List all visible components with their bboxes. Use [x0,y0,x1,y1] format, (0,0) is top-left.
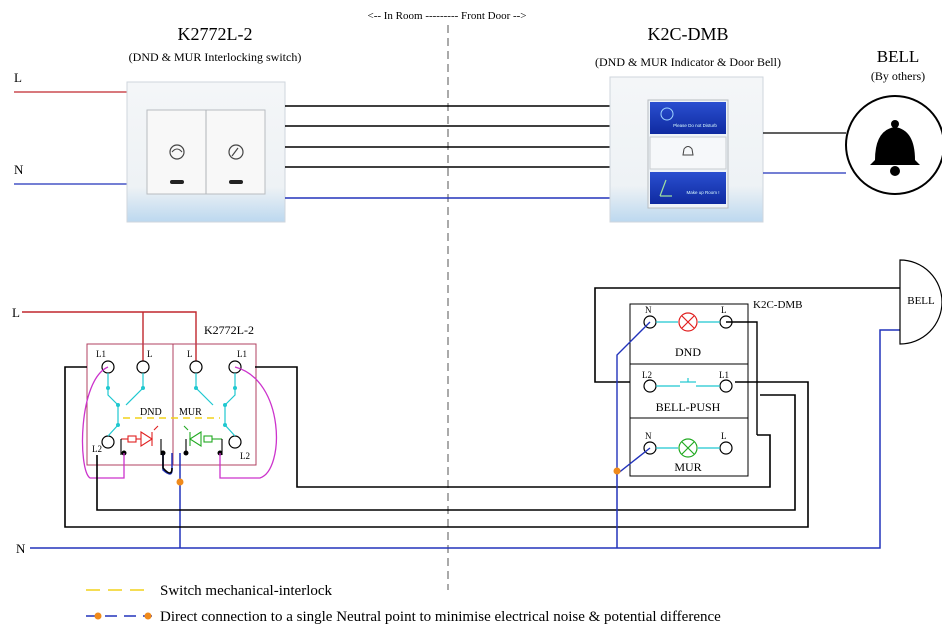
svg-text:N: N [645,431,652,441]
svg-text:L: L [721,305,727,315]
red-led-icon [121,425,159,448]
right-magenta-link [219,366,277,479]
svg-text:L1: L1 [96,349,106,359]
mur-button-text: Make up Room ! [686,190,719,195]
direction-label: <-- In Room --------- Front Door --> [367,10,526,22]
schematic-dnd-label: DND [140,407,162,418]
bell-title: BELL [877,47,920,66]
switch-neutral-point [176,478,184,486]
schematic-mur-label: MUR [179,407,202,418]
indicator-bell-push-label: BELL-PUSH [656,400,721,414]
dnd-symbol-icon [169,144,185,160]
switch-model-title: K2772L-2 [178,24,253,44]
top-live-label: L [14,70,22,85]
indicator-mur-label: MUR [674,460,701,474]
top-neutral-label: N [14,162,24,177]
bell-note: (By others) [871,69,925,83]
interconnect-cables [285,105,611,199]
bell-schematic: BELL [899,259,942,345]
svg-text:L: L [147,349,153,359]
doorbell-button-icon [682,146,694,156]
mur-symbol-icon [228,144,244,160]
schematic-switch-label: K2772L-2 [204,323,254,337]
legend-neutral-text: Direct connection to a single Neutral po… [160,609,721,625]
indicator-schematic: K2C-DMB N L L2 L1 N L DND BELL-PUSH MUR [629,299,803,477]
indicator-neutral-point [613,467,621,475]
svg-text:L: L [187,349,193,359]
svg-text:L1: L1 [237,349,247,359]
legend-interlock-text: Switch mechanical-interlock [160,583,333,599]
bottom-neutral-label: N [16,541,26,556]
switch-schematic: K2772L-2 L1 L L L1 L2 L2 DND MUR [86,323,257,466]
svg-text:L2: L2 [92,444,102,454]
bottom-live-label: L [12,305,20,320]
svg-text:L1: L1 [719,370,729,380]
schematic-indicator-label: K2C-DMB [753,299,803,311]
schematic-bell-label: BELL [907,295,935,307]
legend-neutral-swatch [86,612,152,620]
green-led-icon [183,425,222,448]
mur-lamp-icon [678,438,698,458]
indicator-dnd-label: DND [675,345,701,359]
bottom-neutral-bus [30,329,900,549]
indicator-description: (DND & MUR Indicator & Door Bell) [595,55,781,69]
svg-text:L: L [721,431,727,441]
dnd-lamp-icon [678,312,698,332]
left-magenta-link [81,366,125,479]
svg-text:L2: L2 [642,370,652,380]
switch-description: (DND & MUR Interlocking switch) [129,50,302,64]
bottom-live-wire [22,311,197,365]
return-wires [64,287,900,528]
svg-text:N: N [645,305,652,315]
svg-text:L2: L2 [240,451,250,461]
indicator-model-title: K2C-DMB [647,24,728,44]
switch-device-photo [126,81,286,223]
bell-icon [845,95,942,195]
dnd-button-text: Please Do not Disturb [673,123,717,128]
indicator-device-photo: Please Do not Disturb Make up Room ! [609,76,764,223]
